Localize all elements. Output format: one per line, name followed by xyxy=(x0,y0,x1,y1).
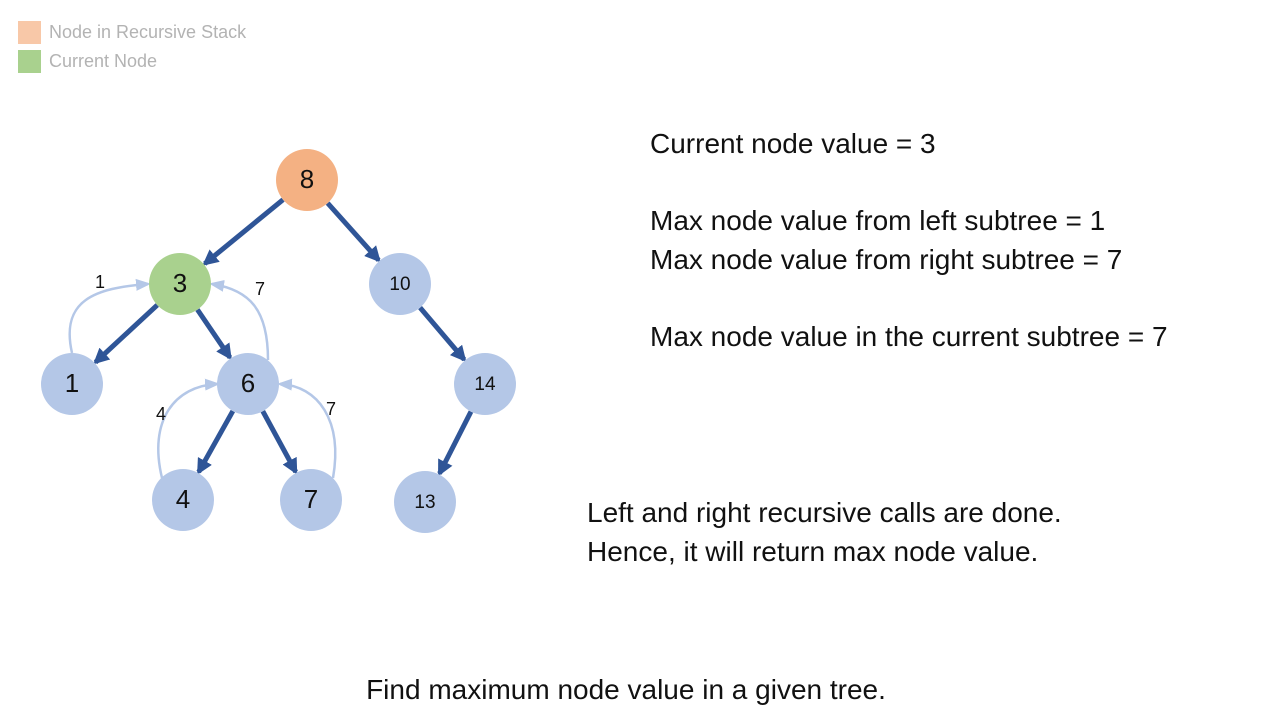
edge-n3-n6 xyxy=(195,308,233,361)
legend-item-recursive-stack: Node in Recursive Stack xyxy=(18,18,246,47)
legend-label-recursive-stack: Node in Recursive Stack xyxy=(49,22,247,42)
return-arc-n4-n6 xyxy=(157,378,220,479)
tree-node-circle xyxy=(369,253,431,315)
tree-node-circle xyxy=(152,469,214,531)
tree-node-circle xyxy=(394,471,456,533)
edge-n10-n14 xyxy=(418,306,467,363)
left-subtree-max-text: Max node value from left subtree = 1 xyxy=(650,205,1106,236)
tree-node-circle xyxy=(454,353,516,415)
return-value-label: 7 xyxy=(255,279,265,299)
tree-node-10: 10 xyxy=(369,253,431,315)
tree-node-circle xyxy=(280,469,342,531)
legend-label-current-node: Current Node xyxy=(49,51,158,71)
tree-node-value: 6 xyxy=(241,368,255,398)
edge-n8-n3 xyxy=(202,197,285,266)
current-node-value-text: Current node value = 3 xyxy=(650,128,936,159)
tree-node-13: 13 xyxy=(394,471,456,533)
return-value-label: 4 xyxy=(156,404,166,424)
tree-node-value: 10 xyxy=(389,274,410,295)
edge-n8-n10 xyxy=(325,201,381,263)
tree-node-4: 4 xyxy=(152,469,214,531)
tree-node-circle xyxy=(149,253,211,315)
edge-n6-n7 xyxy=(260,410,298,475)
slide-caption: Find maximum node value in a given tree. xyxy=(366,674,886,705)
info-panel: Current node value = 3 Max node value fr… xyxy=(650,125,1168,356)
tree-node-3: 3 xyxy=(149,253,211,315)
legend: Node in Recursive Stack Current Node xyxy=(18,18,246,76)
legend-item-current-node: Current Node xyxy=(18,47,246,76)
spacer xyxy=(650,164,1168,203)
spacer xyxy=(650,279,1168,318)
current-subtree-max-text: Max node value in the current subtree = … xyxy=(650,320,1168,352)
note-line-2: Hence, it will return max node value. xyxy=(587,535,1039,567)
tree-node-value: 8 xyxy=(300,164,314,194)
tree-node-value: 13 xyxy=(414,492,435,513)
return-arc-n1-n3 xyxy=(68,278,151,354)
tree-node-value: 4 xyxy=(176,484,190,514)
right-subtree-max-text: Max node value from right subtree = 7 xyxy=(650,243,1123,275)
note-panel: Left and right recursive calls are done.… xyxy=(587,494,1062,571)
tree-node-circle xyxy=(276,149,338,211)
tree-node-circle xyxy=(217,353,279,415)
tree-node-value: 1 xyxy=(65,368,79,398)
tree-edges xyxy=(93,197,474,477)
tree-node-value: 7 xyxy=(304,484,318,514)
return-value-label: 7 xyxy=(326,399,336,419)
return-arc-n7-n6 xyxy=(277,378,337,479)
tree-node-1: 1 xyxy=(41,353,103,415)
tree-node-6: 6 xyxy=(217,353,279,415)
return-value-label: 1 xyxy=(95,272,105,292)
edge-n3-n1 xyxy=(93,303,159,365)
tree-node-circle xyxy=(41,353,103,415)
tree-node-8: 8 xyxy=(276,149,338,211)
tree-node-7: 7 xyxy=(280,469,342,531)
legend-swatch-current-node xyxy=(18,50,41,73)
tree-node-14: 14 xyxy=(454,353,516,415)
legend-swatch-recursive-stack xyxy=(18,21,41,44)
edge-n6-n4 xyxy=(196,409,236,475)
tree-node-value: 3 xyxy=(173,268,187,298)
note-line-1: Left and right recursive calls are done. xyxy=(587,497,1062,528)
return-arc-n6-n3 xyxy=(209,279,270,361)
edge-n14-n13 xyxy=(437,410,474,477)
tree-node-value: 14 xyxy=(474,374,496,395)
